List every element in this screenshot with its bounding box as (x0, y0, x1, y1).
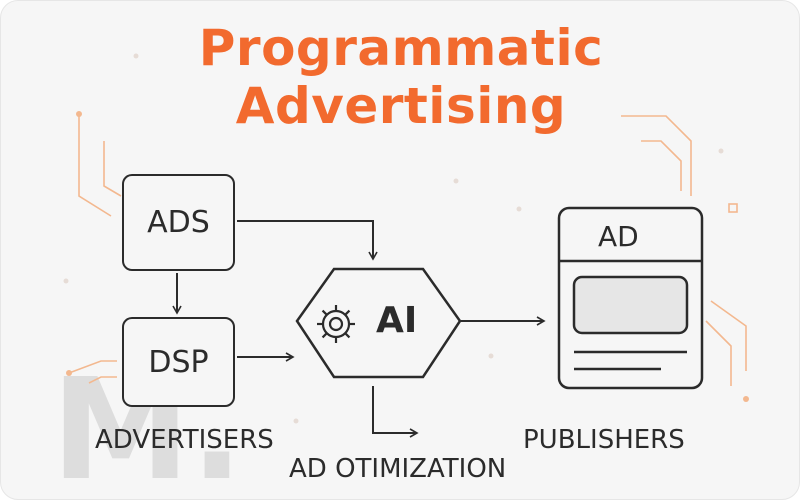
ads-node: ADS (122, 174, 235, 271)
page-title-line-2: Advertising (235, 77, 567, 135)
document-icon (557, 206, 704, 390)
connector-arrows (172, 220, 546, 438)
circuit-nodes (66, 111, 749, 402)
page-title-line-1: Programmatic (198, 19, 604, 77)
circuit-decoration (68, 114, 747, 386)
decorative-dots (63, 53, 724, 424)
ad-node-label: AD (598, 220, 639, 253)
arrow-ads-to-ai (237, 220, 378, 261)
gear-icon (317, 305, 355, 343)
ad-banner-slot (572, 275, 689, 335)
advertisers-label: ADVERTISERS (95, 425, 274, 455)
dsp-node: DSP (122, 317, 235, 407)
publishers-label: PUBLISHERS (523, 425, 685, 455)
ad-optimization-label: AD OTIMIZATION (289, 454, 507, 484)
ai-node-label: AI (376, 300, 418, 341)
arrow-ai-to-optimization (372, 386, 419, 438)
ai-node-hexagon (295, 267, 462, 379)
